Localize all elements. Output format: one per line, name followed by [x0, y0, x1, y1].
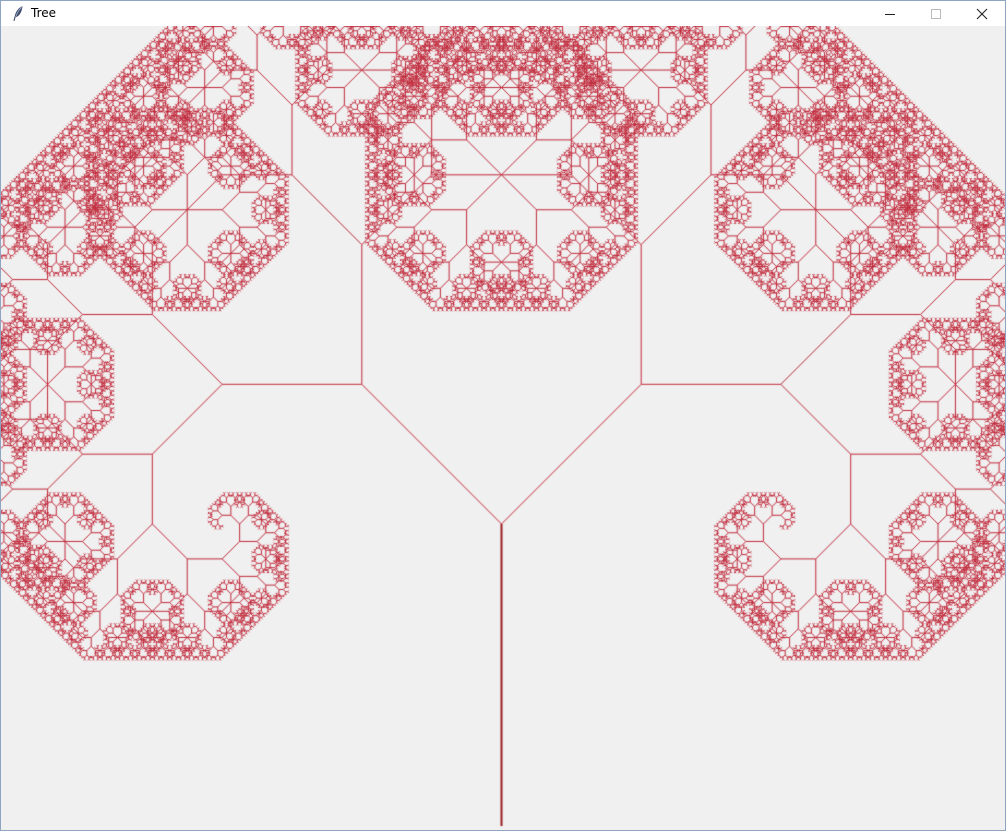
maximize-button[interactable] [913, 1, 959, 26]
close-icon [976, 8, 988, 19]
maximize-icon [931, 8, 941, 19]
feather-icon[interactable] [10, 5, 26, 22]
minimize-icon [885, 13, 895, 15]
title-bar[interactable]: Tree [1, 1, 1005, 26]
drawing-canvas[interactable] [1, 26, 1005, 830]
fractal-tree [1, 26, 1005, 830]
minimize-button[interactable] [867, 1, 913, 26]
window-title: Tree [31, 6, 57, 20]
close-button[interactable] [959, 1, 1005, 26]
